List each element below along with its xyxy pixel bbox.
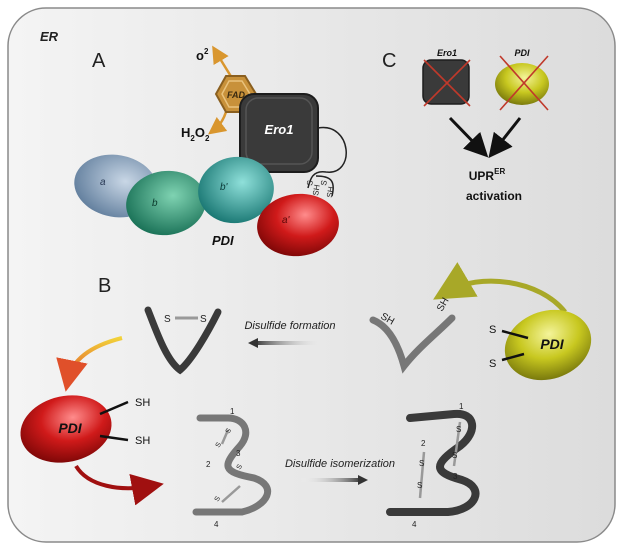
pdi-domain-a-prime (257, 193, 339, 257)
upr-label: UPRER (469, 167, 506, 183)
before-ss-1 (220, 429, 230, 445)
ero1-label: Ero1 (265, 122, 294, 137)
pdi-red-bond-1 (99, 400, 129, 416)
svg-text:S: S (214, 495, 223, 503)
pdi-red-bond-2 (99, 434, 129, 442)
svg-text:S: S (319, 180, 329, 187)
h2o2-label: H2O2 (181, 125, 210, 143)
before-num-3: 3 (236, 449, 241, 458)
pdi-red-sh-1: SH (135, 397, 150, 409)
after-num-3: 3 (453, 472, 458, 481)
er-label: ER (40, 29, 59, 44)
isomerization-arrow-shaft (300, 478, 362, 482)
ero1-loop (307, 127, 347, 189)
oxidized-peptide (144, 306, 222, 375)
after-s-labels: S S S S (417, 425, 461, 490)
panel-b-label: B (98, 275, 111, 297)
after-num-4: 4 (412, 520, 417, 529)
reduced-peptide (369, 314, 456, 374)
activation-label: activation (466, 189, 522, 203)
before-num-4: 4 (214, 520, 219, 529)
pdi-red-sh-2: SH (135, 435, 150, 447)
fad-label: FAD (227, 90, 246, 100)
oxidized-s2: S (200, 314, 207, 325)
isomer-peptide-before (192, 414, 271, 516)
pdi-yellow-bond-2 (501, 352, 525, 362)
before-num-1: 1 (230, 407, 235, 416)
pdi-small-label: PDI (514, 48, 530, 58)
o2-label: o2 (196, 47, 209, 63)
after-num-2: 2 (421, 439, 426, 448)
svg-text:SH: SH (325, 186, 336, 199)
after-ss-1 (418, 451, 426, 499)
ero1-loop-2 (315, 175, 334, 197)
pdi-cross-2 (499, 55, 549, 111)
arrow-to-isomerization (74, 464, 164, 506)
before-s-labels: S S S S (214, 427, 245, 503)
arrow-pdi-upr (488, 117, 522, 159)
pdi-domain-b-prime (198, 156, 274, 224)
arrow-pdi-to-peptide (433, 262, 567, 314)
pdi-yellow-label: PDI (540, 336, 564, 352)
svg-text:S: S (215, 441, 224, 449)
pdi-yellow-bond-1 (501, 329, 529, 340)
disulfide-formation-label: Disulfide formation (244, 320, 335, 332)
pdi-yellow (504, 309, 592, 381)
pdi-small-yellow (495, 63, 549, 105)
arrow-ero1-upr (448, 116, 489, 158)
oxidized-s1: S (164, 314, 171, 325)
ero1-cross-2 (423, 59, 471, 107)
pdi-yellow-s1: S (489, 324, 496, 336)
arrow-to-red-pdi (56, 336, 123, 392)
domain-b-prime-label: b' (220, 182, 229, 193)
svg-text:SH: SH (311, 184, 322, 197)
fad-arrow-h2o2 (208, 111, 228, 135)
pdi-domain-b (126, 170, 206, 236)
formation-arrow-head (248, 338, 258, 348)
after-num-1: 1 (459, 402, 464, 411)
isomerization-arrow-head (358, 475, 368, 485)
ero1-box (239, 93, 319, 173)
pdi-yellow-s2: S (489, 358, 496, 370)
svg-text:S: S (225, 427, 234, 435)
after-ss-2 (452, 421, 462, 467)
domain-b-label: b (152, 198, 158, 209)
isomer-peptide-after (386, 409, 480, 516)
svg-text:S: S (236, 463, 245, 471)
panel-c-label: C (382, 50, 396, 72)
domain-a-label: a (100, 177, 106, 188)
svg-text:S: S (452, 451, 457, 460)
ero1-small-label: Ero1 (437, 48, 457, 58)
svg-text:S: S (456, 425, 461, 434)
svg-text:S: S (417, 481, 422, 490)
panel-a-label: A (92, 50, 106, 72)
disulfide-isomerization-label: Disulfide isomerization (285, 458, 395, 470)
svg-text:S: S (419, 459, 424, 468)
ero1-thiols: S SH S SH (305, 180, 336, 199)
before-ss-2 (221, 485, 241, 503)
pdi-red (20, 395, 112, 463)
formation-arrow-shaft (254, 341, 326, 345)
pdi-label: PDI (212, 233, 234, 248)
before-num-2: 2 (206, 460, 211, 469)
pdi-red-label: PDI (58, 420, 82, 436)
svg-text:S: S (305, 180, 315, 187)
domain-a-prime-label: a' (282, 215, 291, 226)
ero1-box-inner (245, 97, 313, 165)
